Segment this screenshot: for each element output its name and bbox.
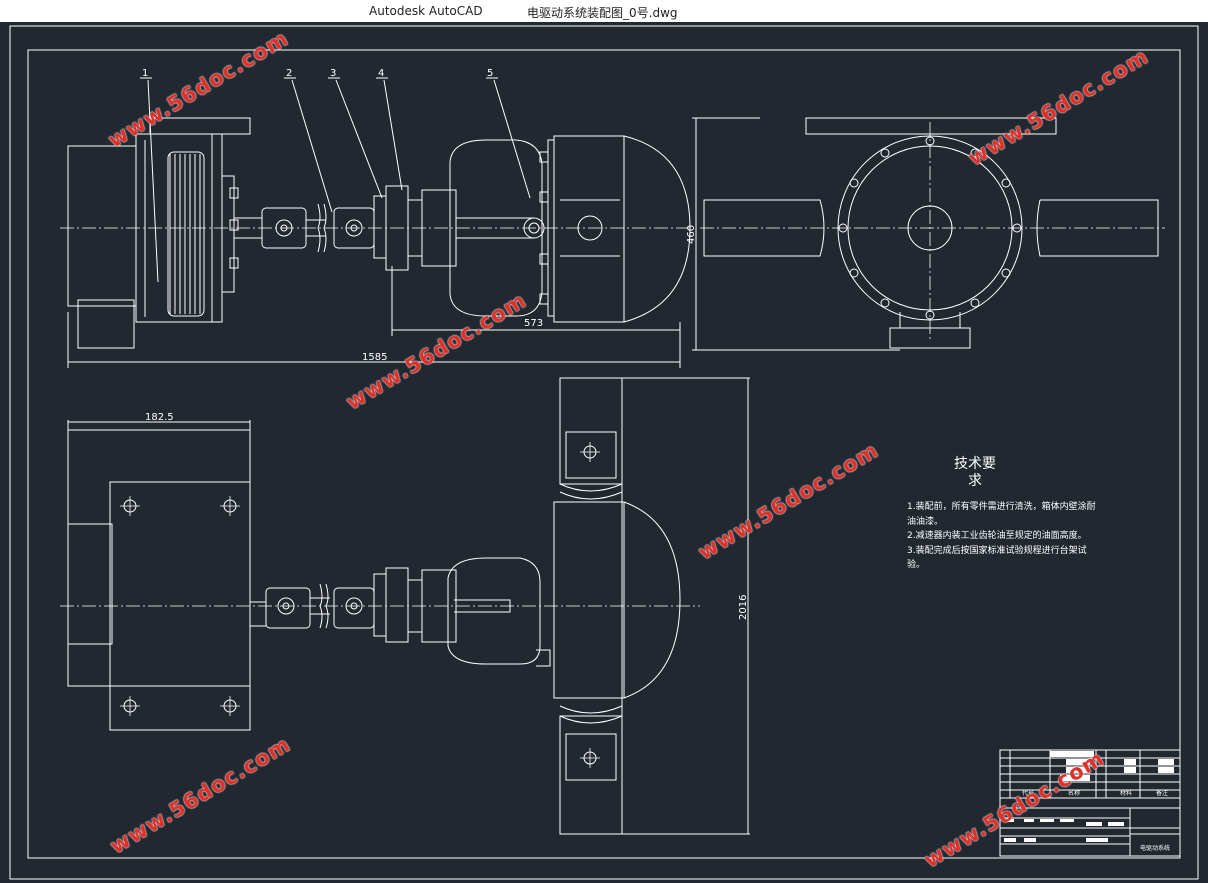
technical-requirements-notes: 1.装配前，所有零件需进行清洗，箱体内壁涂耐油油漆。 2.减速器内装工业齿轮油至… (907, 500, 1099, 573)
title-block-name-header: 名称 (1068, 789, 1080, 797)
dimension-573: 573 (524, 318, 543, 329)
part-number-3: 3 (330, 68, 336, 79)
dimension-2016: 2016 (738, 595, 749, 620)
tech-note-3: 3.装配完成后按国家标准试验规程进行台架试验。 (907, 545, 1087, 571)
drawing-canvas[interactable]: 1 2 3 4 5 573 1585 182.5 460 2016 代号 名称 … (0, 22, 1208, 883)
title-bar: Autodesk AutoCAD 电驱动系统装配图_0号.dwg (0, 0, 1208, 22)
title-block-remark-header: 备注 (1156, 789, 1168, 797)
dimension-1585: 1585 (362, 352, 387, 363)
technical-requirements-title: 技术要求 (954, 456, 996, 489)
dimension-460: 460 (686, 225, 697, 244)
outer-border (9, 25, 1199, 880)
title-block-material-header: 材料 (1120, 789, 1132, 797)
dimension-182-5: 182.5 (145, 412, 174, 423)
app-name: Autodesk AutoCAD (369, 4, 483, 18)
front-view (67, 77, 900, 368)
part-number-2: 2 (286, 68, 292, 79)
tech-note-1: 1.装配前，所有零件需进行清洗，箱体内壁涂耐油油漆。 (907, 502, 1096, 527)
title-block-code-header: 代号 (1022, 789, 1034, 797)
tech-note-2: 2.减速器内装工业齿轮油至规定的油面高度。 (907, 531, 1087, 541)
title-block-drawing-name: 电驱动系统 (1140, 844, 1170, 852)
part-number-4: 4 (378, 68, 384, 79)
part-number-1: 1 (142, 68, 148, 79)
file-name: 电驱动系统装配图_0号.dwg (527, 6, 678, 20)
title-block (999, 749, 1181, 857)
cad-drawing: 1 2 3 4 5 573 1585 182.5 460 2016 代号 名称 … (9, 25, 1199, 880)
side-view (703, 117, 1159, 349)
inner-border (27, 49, 1181, 859)
part-number-5: 5 (487, 68, 493, 79)
